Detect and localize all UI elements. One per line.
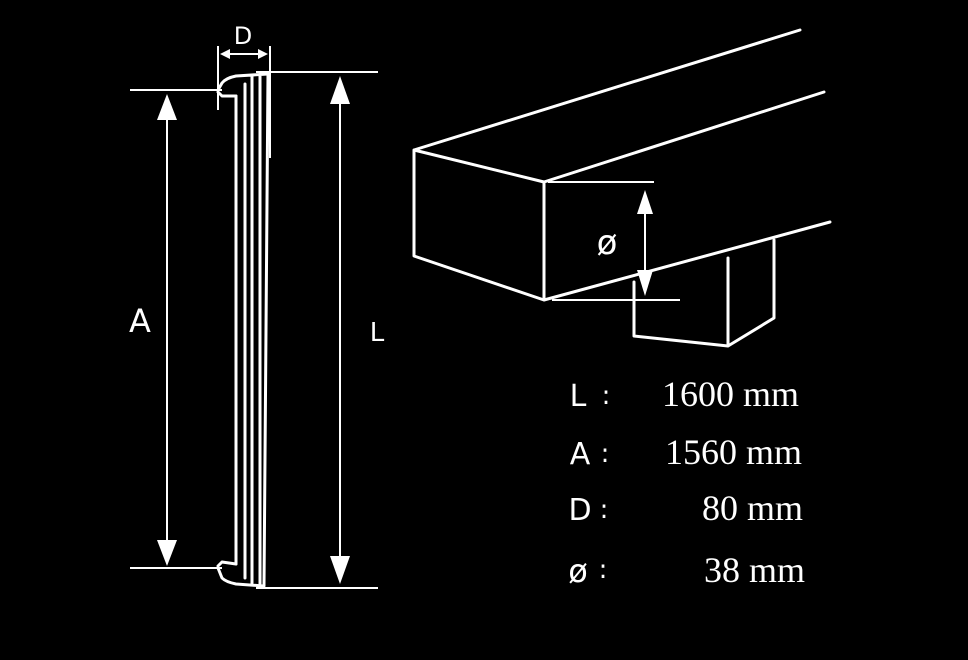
spec-separator: :: [600, 495, 609, 525]
handle-mount-top: [216, 90, 238, 98]
spec-row-diameter: ø : 38 mm: [568, 550, 805, 590]
mount-post: [632, 238, 776, 348]
spec-value: 80 mm: [702, 488, 803, 528]
spec-separator: :: [599, 555, 608, 585]
spec-key: A: [570, 437, 591, 472]
spec-separator: :: [602, 381, 611, 411]
handle-outline: [216, 72, 270, 588]
dim-diameter-arrow-bottom: [637, 270, 653, 296]
spec-value: 38 mm: [704, 550, 805, 590]
label-diameter: ø: [597, 223, 618, 263]
dim-a-arrow-bottom: [157, 540, 177, 566]
side-view: A L D: [129, 22, 385, 589]
dim-d-arrow-left: [220, 49, 230, 59]
spec-list: L : 1600 mm A : 1560 mm D : 80 mm ø : 38…: [568, 374, 805, 590]
spec-value: 1600 mm: [662, 374, 799, 414]
spec-separator: :: [601, 439, 610, 469]
spec-key: ø: [568, 552, 588, 590]
bar-outline: [412, 28, 832, 302]
label-d: D: [234, 22, 252, 50]
spec-key: D: [568, 493, 591, 528]
spec-row-d: D : 80 mm: [568, 488, 803, 528]
dim-l-arrow-top: [330, 76, 350, 104]
dim-diameter-arrow-top: [637, 190, 653, 214]
handle-mount-bottom: [216, 560, 238, 568]
dim-d-arrow-right: [258, 49, 268, 59]
profile-view: ø: [412, 28, 832, 348]
spec-row-a: A : 1560 mm: [570, 432, 802, 472]
spec-value: 1560 mm: [665, 432, 802, 472]
dim-a-arrow-top: [157, 94, 177, 120]
spec-key: L: [570, 379, 587, 414]
dim-l-arrow-bottom: [330, 556, 350, 584]
spec-row-length: L : 1600 mm: [570, 374, 799, 414]
label-l: L: [370, 318, 385, 348]
label-a: A: [129, 302, 151, 340]
